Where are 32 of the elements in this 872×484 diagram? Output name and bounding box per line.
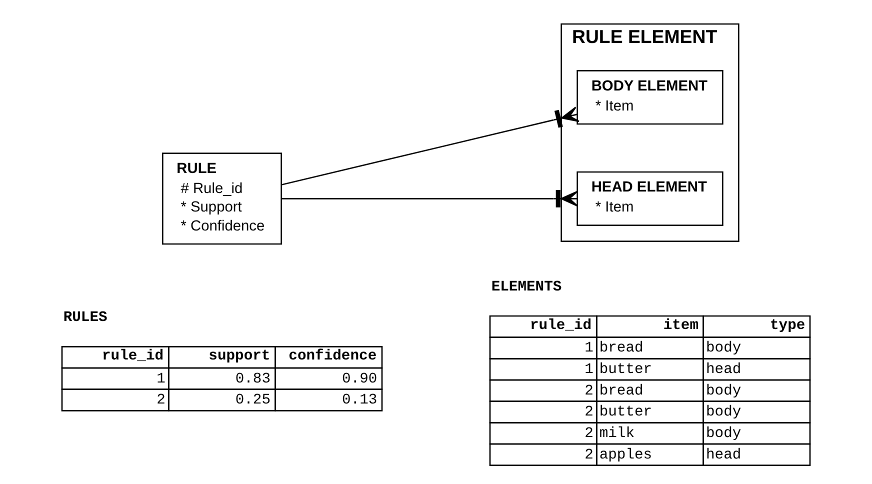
label: rule_id [102, 348, 164, 365]
label: apples [599, 447, 652, 464]
label: 0.13 [342, 392, 378, 409]
label: bread [599, 340, 644, 357]
label: body [706, 404, 742, 421]
label: head [706, 362, 742, 378]
label: body [706, 426, 742, 442]
label: 0.83 [235, 371, 271, 388]
label: butter [599, 404, 652, 421]
label: 2 [156, 392, 166, 409]
label: body [706, 340, 742, 357]
label: support [208, 348, 270, 365]
label: RULES [63, 310, 108, 326]
label: 2 [584, 426, 594, 442]
label: butter [599, 362, 652, 378]
label: bread [599, 383, 644, 400]
label: item [663, 318, 699, 334]
label: head [706, 447, 742, 464]
label: 0.25 [235, 392, 271, 409]
label: 2 [584, 404, 594, 421]
label: milk [599, 426, 635, 442]
label: 0.90 [342, 371, 378, 388]
label: 1 [156, 371, 166, 388]
label: ELEMENTS [491, 279, 562, 296]
label: confidence [288, 348, 377, 365]
label: 1 [584, 340, 594, 357]
label: 1 [584, 362, 594, 378]
label: body [706, 383, 742, 400]
label: 2 [584, 447, 594, 464]
label: rule_id [530, 318, 592, 334]
label: type [770, 318, 806, 334]
label: 2 [584, 383, 594, 400]
